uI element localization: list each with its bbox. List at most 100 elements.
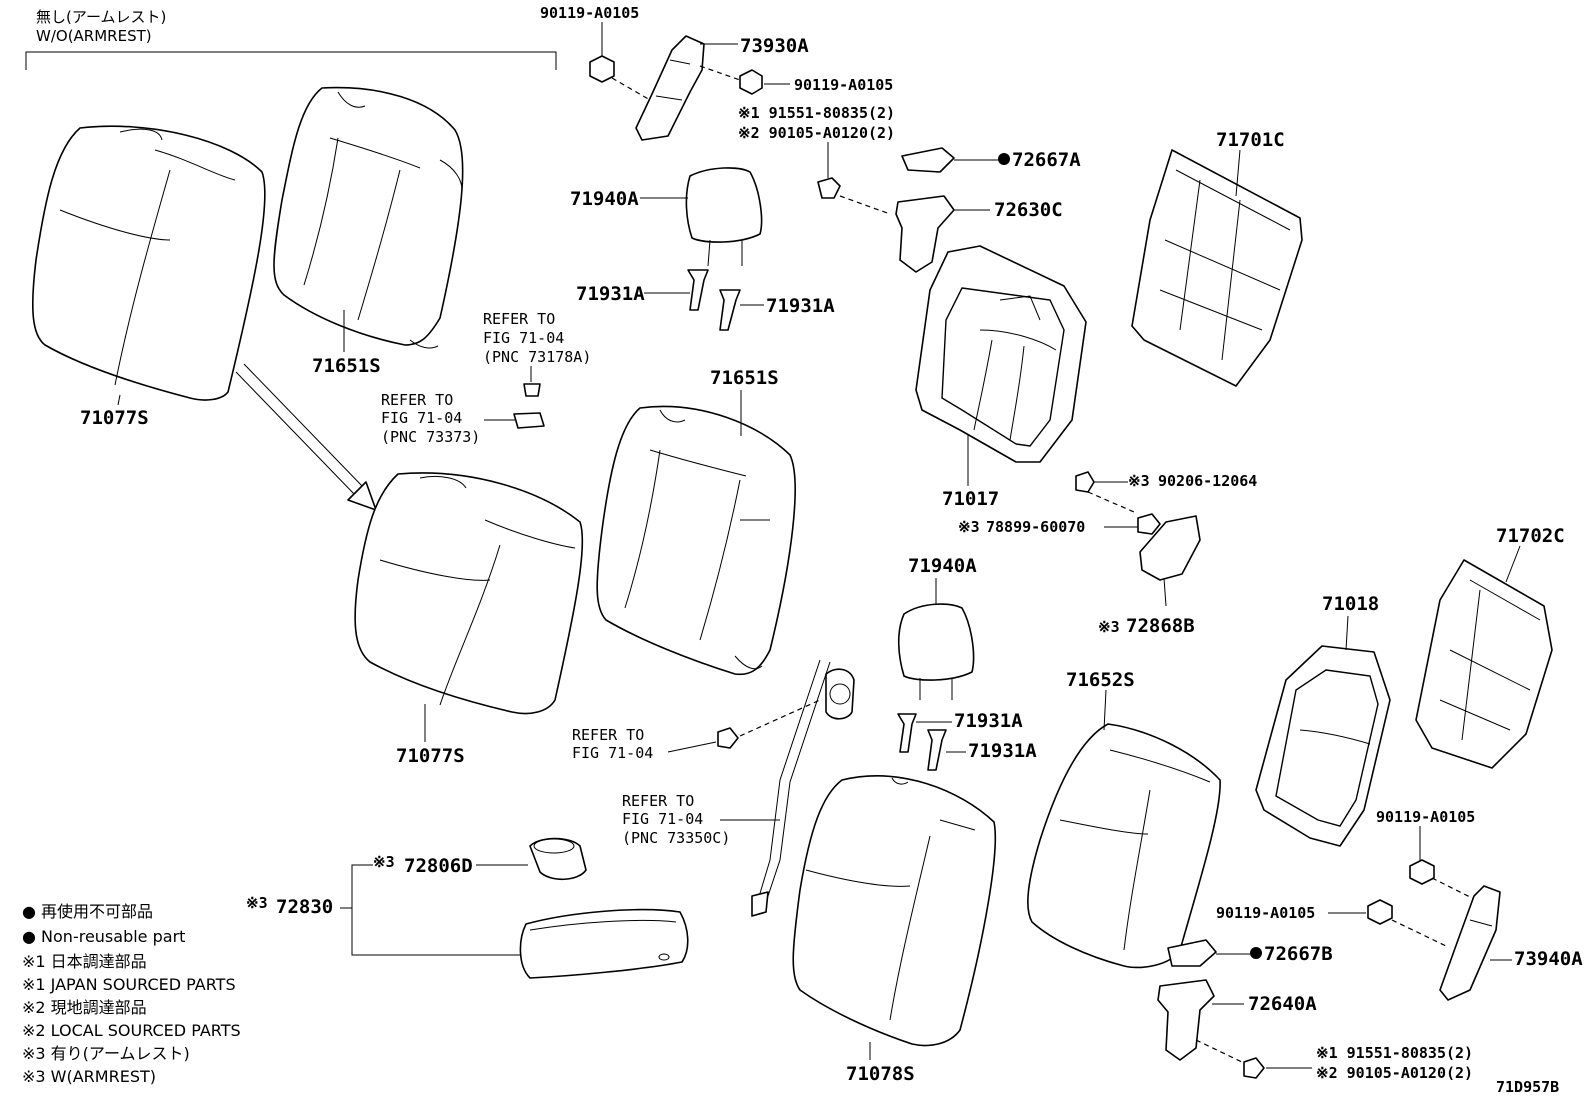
bolt-90119-c-icon	[1409, 859, 1435, 885]
guide-71931a-top-drawing	[687, 269, 741, 331]
mark3-90206: ※3	[1128, 472, 1150, 490]
bolt-78899-icon	[1137, 513, 1161, 535]
leader-72868b	[1163, 577, 1167, 607]
header-jp: 無し(アームレスト)	[36, 8, 166, 26]
dash-belt-bolt	[739, 699, 821, 737]
label-71018: 71018	[1322, 593, 1379, 615]
note-1a: ※1 91551-80835(2)	[738, 104, 895, 122]
label-71078s: 71078S	[846, 1063, 915, 1085]
dash-90119-a	[611, 77, 651, 101]
mark3-78899: ※3	[958, 518, 980, 536]
dash-90119-d	[1391, 919, 1447, 947]
bracket-72830	[340, 864, 520, 956]
legend-line-4: ※1 JAPAN SOURCED PARTS	[22, 975, 236, 994]
legend: ● 再使用不可部品 ● Non-reusable part ※1 日本調達部品 …	[22, 902, 241, 1086]
cover-72667b-drawing	[1167, 939, 1217, 967]
label-72806d: 72806D	[404, 855, 473, 877]
legend-line-6: ※2 LOCAL SOURCED PARTS	[22, 1021, 241, 1040]
arrow-icon	[235, 363, 377, 511]
label-90119-a0105-c: 90119-A0105	[1376, 808, 1475, 826]
nut-90206-icon	[1075, 471, 1095, 493]
leader-71702c	[1505, 545, 1521, 583]
bolt-90119-b-icon	[739, 69, 763, 95]
clip-73178a-drawing	[523, 383, 541, 397]
label-71931a-m1: 71931A	[954, 710, 1023, 732]
diagram-id: 71D957B	[1496, 1078, 1559, 1096]
headrest-71940a-mid-drawing	[897, 603, 975, 700]
bolt-90119-d-icon	[1367, 899, 1393, 925]
note-2b: ※2 90105-A0120(2)	[1316, 1064, 1473, 1082]
label-72640a: 72640A	[1248, 993, 1317, 1015]
leader-refer-fig7104	[667, 741, 717, 753]
non-reusable-dot-72667a	[998, 153, 1010, 165]
label-71702c: 71702C	[1496, 525, 1565, 547]
dash-90119-b	[699, 65, 741, 81]
label-71931a-m2: 71931A	[968, 740, 1037, 762]
seatback-cover-71651s-mid-drawing	[596, 405, 796, 676]
seatback-cover-71651s-top-drawing	[273, 86, 464, 349]
svg-text:FIG 71-04: FIG 71-04	[622, 810, 703, 828]
cover-72667a-drawing	[901, 147, 955, 173]
label-71940a-mid: 71940A	[908, 555, 977, 577]
legend-line-3: ※1 日本調達部品	[22, 952, 147, 971]
seatback-frame-71018-drawing	[1255, 645, 1391, 847]
header-en: W/O(ARMREST)	[36, 27, 152, 45]
svg-text:FIG 71-04: FIG 71-04	[381, 409, 462, 427]
hinge-cover-72630c-drawing	[895, 195, 955, 273]
label-90119-a0105-d: 90119-A0105	[1216, 904, 1315, 922]
refer-note-73350c: REFER TO FIG 71-04 (PNC 73350C)	[622, 792, 730, 847]
header-bracket	[25, 51, 557, 70]
note-2a: ※2 90105-A0120(2)	[738, 124, 895, 142]
svg-text:(PNC 73373): (PNC 73373)	[381, 428, 480, 446]
refer-note-73178a: REFER TO FIG 71-04 (PNC 73178A)	[483, 310, 591, 366]
refer-note-fig7104: REFER TO FIG 71-04	[572, 726, 653, 762]
svg-text:FIG 71-04: FIG 71-04	[572, 744, 653, 762]
label-71077s-top: 71077S	[80, 407, 149, 429]
note-1b: ※1 91551-80835(2)	[1316, 1044, 1473, 1062]
back-board-71701c-drawing	[1131, 149, 1303, 387]
back-board-71702c-drawing	[1415, 559, 1553, 769]
cup-holder-72806d-drawing	[529, 837, 587, 881]
leader-71652s	[1103, 689, 1107, 731]
leader-71701c	[1235, 149, 1241, 197]
non-reusable-dot-72667b	[1250, 947, 1262, 959]
screw-note-b-icon	[1243, 1057, 1265, 1079]
cover-72868b-drawing	[1139, 515, 1201, 581]
svg-text:REFER TO: REFER TO	[622, 792, 694, 810]
label-71701c: 71701C	[1216, 129, 1285, 151]
label-72667b: 72667B	[1264, 943, 1333, 965]
dash-72640a	[1195, 1039, 1247, 1065]
svg-text:REFER TO: REFER TO	[483, 310, 555, 328]
label-71940a-top: 71940A	[570, 188, 639, 210]
legend-line-1: ● 再使用不可部品	[22, 902, 153, 921]
label-90206: 90206-12064	[1158, 472, 1257, 490]
label-73930a: 73930A	[740, 35, 809, 57]
bolt-90119-a-icon	[589, 55, 615, 83]
label-71931a-l: 71931A	[576, 283, 645, 305]
label-72868b: 72868B	[1126, 615, 1195, 637]
bolt-belt-icon	[717, 727, 739, 749]
bracket-73930a-drawing	[635, 35, 705, 141]
dash-90206	[1087, 491, 1135, 513]
leader-71018	[1345, 615, 1349, 651]
label-71651s-mid: 71651S	[710, 367, 779, 389]
leader-71077s-top	[117, 394, 121, 406]
seatback-71077s-top-drawing	[32, 125, 266, 401]
seatback-cover-71652s-drawing	[1027, 723, 1221, 969]
mark3-72868b: ※3	[1098, 618, 1120, 636]
headrest-71940a-top-drawing	[685, 167, 763, 267]
label-72830: 72830	[276, 896, 333, 918]
mark3-72830: ※3	[246, 894, 268, 912]
label-71931a-r: 71931A	[766, 295, 835, 317]
armrest-72830-drawing	[519, 908, 689, 979]
label-73940a: 73940A	[1514, 948, 1583, 970]
hinge-cover-72640a-drawing	[1157, 979, 1215, 1061]
label-90119-a0105-b: 90119-A0105	[794, 76, 893, 94]
label-72667a: 72667A	[1012, 149, 1081, 171]
label-78899: 78899-60070	[986, 518, 1085, 536]
label-90119-a0105-a: 90119-A0105	[540, 4, 639, 22]
seatback-71078s-drawing	[792, 775, 997, 1047]
label-71651s-top: 71651S	[312, 355, 381, 377]
legend-line-8: ※3 W(ARMREST)	[22, 1067, 156, 1086]
legend-line-7: ※3 有り(アームレスト)	[22, 1044, 190, 1063]
